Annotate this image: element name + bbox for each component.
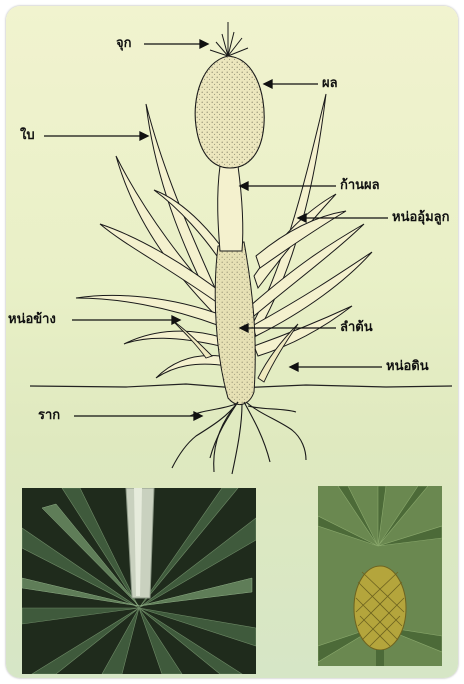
slip-label: หน่ออุ้มลูก (392, 210, 449, 226)
pineapple-anatomy-card: จุก ผล ใบ ก้านผล หน่ออุ้มลูก หน่อข้าง ลำ… (6, 6, 458, 678)
ground-shoot-label: หน่อดิน (386, 359, 429, 375)
root-label: ราก (38, 408, 60, 424)
stem-label: ลำต้น (340, 320, 373, 336)
pineapple-plant-diagram (6, 6, 458, 486)
leaf-label: ใบ (20, 128, 35, 144)
pineapple-plant-base-photo (22, 488, 256, 674)
crown (210, 22, 248, 56)
pineapple-fruit-photo (318, 486, 442, 666)
roots (172, 402, 306, 474)
sucker-label: หน่อข้าง (8, 312, 56, 328)
crown-label: จุก (116, 36, 132, 52)
peduncle (218, 166, 243, 251)
fruit-label: ผล (322, 76, 338, 92)
peduncle-label: ก้านผล (340, 178, 380, 194)
